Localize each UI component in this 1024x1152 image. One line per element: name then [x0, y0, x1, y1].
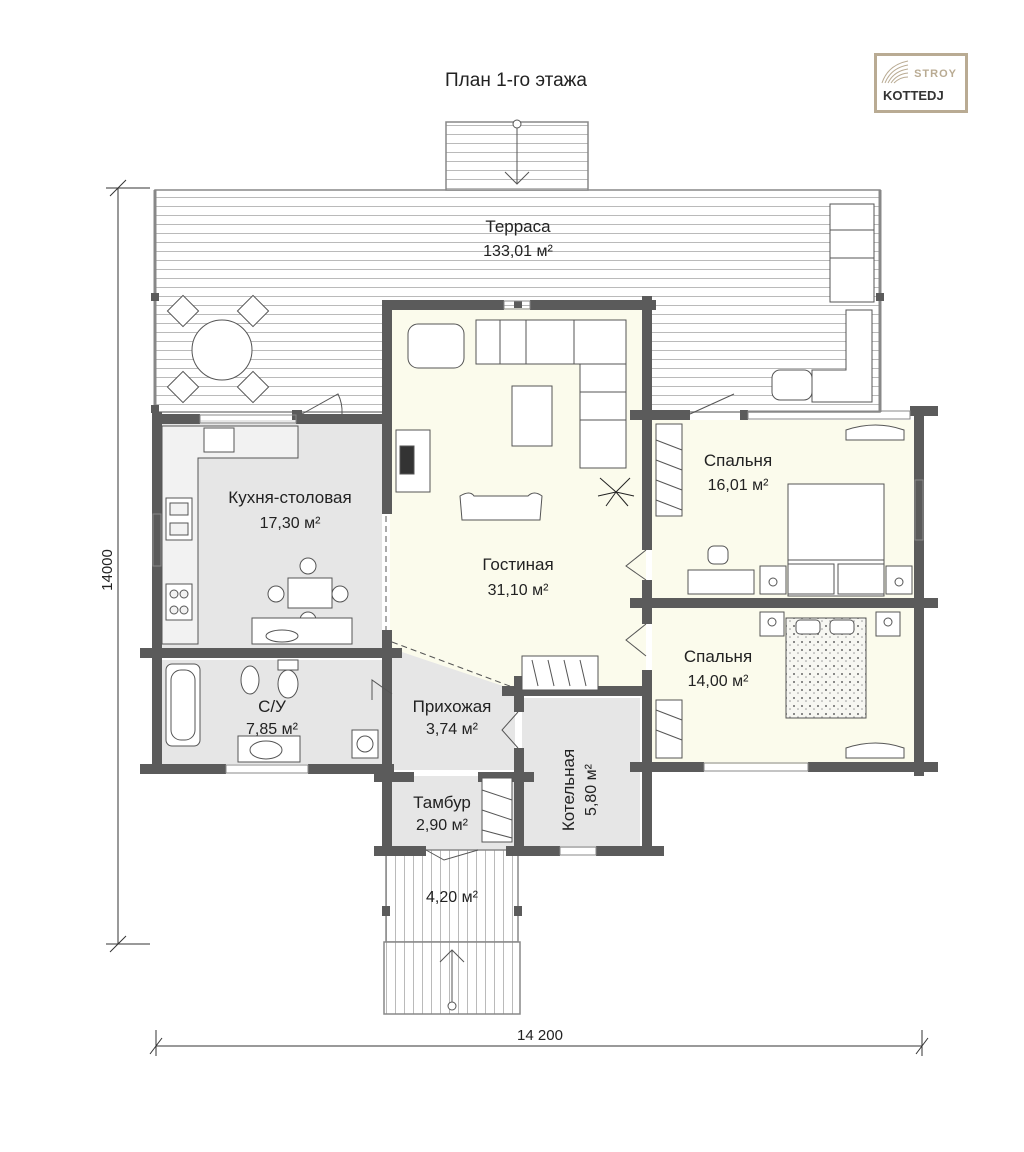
logo-waves-icon: [881, 60, 909, 84]
kitchen-label: Кухня-столовая: [228, 488, 351, 507]
bedroom1-area: 16,01 м²: [708, 477, 769, 494]
hall-floor: [390, 648, 515, 770]
kitchen-area: 17,30 м²: [260, 515, 321, 532]
bedroom2-label: Спальня: [684, 647, 752, 666]
bathroom-fixtures: [165, 659, 379, 763]
walls: [140, 296, 938, 856]
logo-line2: KOTTEDJ: [883, 88, 944, 103]
boiler-area: 5,80 м²: [583, 763, 600, 816]
logo-line1: STROY: [914, 68, 957, 80]
terrace-label: Терраса: [485, 217, 551, 236]
vestibule-wardrobe: [481, 777, 513, 843]
bedroom1-label: Спальня: [704, 451, 772, 470]
width-dimension: 14 200: [517, 1027, 563, 1044]
company-logo: STROY KOTTEDJ: [874, 53, 968, 113]
dimension-lines: [106, 179, 929, 1056]
height-dimension: 14000: [99, 549, 116, 591]
boiler-label: Котельная: [559, 749, 578, 831]
bath-label: С/У: [258, 697, 286, 716]
vestibule-label: Тамбур: [413, 793, 471, 812]
doors: [301, 393, 735, 861]
windows: [152, 300, 924, 856]
porch-area: 4,20 м²: [426, 889, 479, 906]
living-area: 31,10 м²: [488, 582, 549, 599]
boiler-floor: [522, 698, 640, 848]
bedroom2-area: 14,00 м²: [688, 673, 749, 690]
living-label: Гостиная: [482, 555, 553, 574]
hall-area: 3,74 м²: [426, 721, 479, 738]
bedroom2-floor: [652, 606, 918, 764]
kitchen-furniture: [161, 425, 353, 645]
porch: [382, 849, 522, 1015]
bath-area: 7,85 м²: [246, 721, 299, 738]
plan-title: План 1-го этажа: [445, 70, 587, 91]
bedroom2-furniture: [655, 611, 905, 759]
living-furniture: [395, 319, 635, 691]
vestibule-area: 2,90 м²: [416, 817, 469, 834]
terrace-stairs: [445, 119, 589, 191]
hall-label: Прихожая: [413, 697, 492, 716]
terrace-area: 133,01 м²: [483, 243, 553, 260]
bedroom1-furniture: [655, 423, 913, 597]
terrace-furniture: [166, 203, 875, 404]
